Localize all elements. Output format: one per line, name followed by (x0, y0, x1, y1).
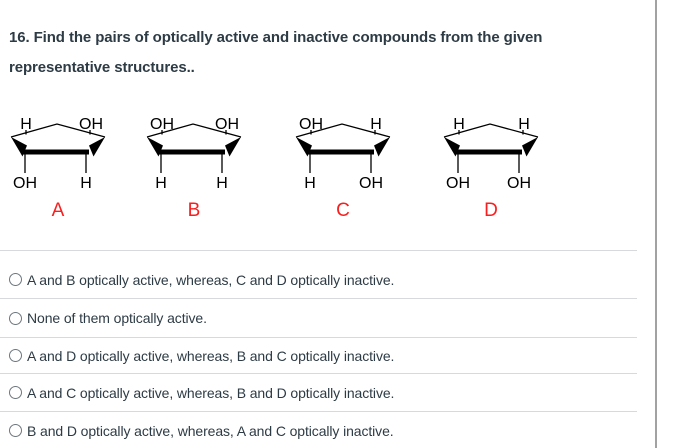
radio-button[interactable] (9, 424, 22, 437)
bottom-bond-stubs (457, 154, 520, 173)
answer-option[interactable]: A and B optically active, whereas, C and… (0, 251, 637, 299)
right-wedge-bond (522, 137, 538, 157)
radio-button[interactable] (9, 349, 22, 362)
substituent-label: OH (79, 116, 103, 133)
substituent-label: OH (13, 175, 37, 192)
answer-options-list: A and B optically active, whereas, C and… (0, 250, 637, 448)
bottom-bond-stubs (24, 154, 87, 173)
bottom-bond-stubs (309, 154, 372, 173)
answer-option-label[interactable]: A and D optically active, whereas, B and… (27, 347, 395, 364)
substituent-label: H (370, 116, 382, 133)
answer-option[interactable]: A and C optically active, whereas, B and… (0, 374, 637, 412)
question-title: 16. Find the pairs of optically active a… (9, 23, 639, 83)
right-wedge-bond (225, 137, 241, 157)
substituent-label: H (453, 116, 465, 133)
substituent-label: H (518, 116, 530, 133)
substituent-label: H (155, 175, 167, 192)
top-bond-stubs (310, 130, 376, 135)
answer-option-label[interactable]: A and B optically active, whereas, C and… (27, 271, 395, 288)
structure-d: H H OH OH D (441, 110, 541, 222)
substituent-label: OH (507, 175, 531, 192)
panel-divider-line (655, 0, 657, 448)
radio-button[interactable] (9, 386, 22, 399)
molecule-drawing-d: H H OH OH (443, 116, 539, 192)
answer-option[interactable]: B and D optically active, whereas, A and… (0, 412, 637, 448)
structure-a: H OH OH H A (8, 110, 108, 222)
radio-button[interactable] (9, 311, 22, 325)
top-bond-stubs (25, 130, 91, 135)
molecule-drawing-a: H OH OH H (10, 116, 106, 192)
substituent-label: OH (150, 116, 174, 133)
structure-c: OH H H OH C (293, 110, 393, 222)
answer-option-label[interactable]: None of them optically active. (27, 310, 207, 326)
substituent-label: H (20, 116, 32, 133)
molecule-drawing-b: OH OH H H (146, 116, 242, 192)
answer-option[interactable]: None of them optically active. (0, 299, 637, 338)
structure-letter: C (336, 200, 350, 221)
top-bond-stubs (458, 130, 524, 135)
substituent-label: H (216, 175, 228, 192)
structures-row: H OH OH H A OH OH (8, 110, 541, 222)
top-bond-stubs (161, 130, 227, 135)
answer-option[interactable]: A and D optically active, whereas, B and… (0, 338, 637, 374)
bottom-bond-stubs (160, 154, 223, 173)
structure-b: OH OH H H B (144, 110, 244, 222)
substituent-label: OH (299, 116, 323, 133)
question-title-line2: representative structures.. (9, 59, 195, 76)
right-wedge-bond (89, 137, 105, 157)
answer-option-label[interactable]: A and C optically active, whereas, B and… (27, 384, 395, 401)
substituent-label: H (304, 175, 316, 192)
molecule-drawing-c: OH H H OH (295, 116, 391, 192)
question-title-line1: 16. Find the pairs of optically active a… (9, 29, 543, 46)
answer-option-label[interactable]: B and D optically active, whereas, A and… (27, 422, 394, 439)
structure-letter: D (484, 200, 498, 221)
substituent-label: OH (446, 175, 470, 192)
substituent-label: OH (359, 175, 383, 192)
structure-letter: A (51, 200, 65, 221)
substituent-label: OH (215, 116, 239, 133)
structure-letter: B (187, 200, 201, 221)
right-wedge-bond (374, 137, 390, 157)
radio-button[interactable] (9, 273, 22, 286)
substituent-label: H (80, 175, 92, 192)
